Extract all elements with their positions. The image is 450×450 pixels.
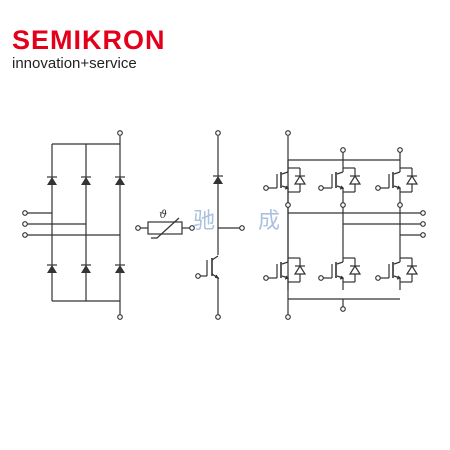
rectifier-bridge bbox=[22, 130, 126, 320]
brake-chopper bbox=[195, 130, 245, 320]
brand-tagline: innovation+service bbox=[12, 55, 137, 72]
inverter bbox=[263, 130, 426, 320]
semikron-logo: SEMIKRON bbox=[12, 25, 166, 55]
watermark-text: 驰 成 bbox=[193, 209, 298, 234]
thermistor: ϑ bbox=[135, 208, 195, 239]
thermistor-symbol: ϑ bbox=[159, 208, 167, 221]
